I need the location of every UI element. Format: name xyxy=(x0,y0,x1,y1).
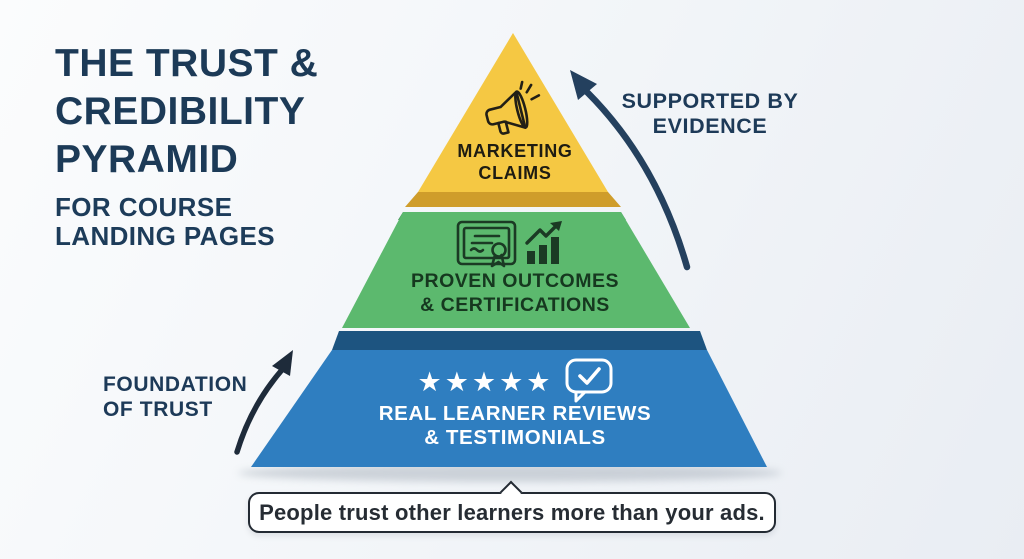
supported-by-evidence-line: SUPPORTED BY xyxy=(621,89,799,113)
callout-box: People trust other learners more than yo… xyxy=(248,480,776,533)
bottom-level-bevel xyxy=(332,331,707,350)
evidence-arrow xyxy=(570,70,691,271)
marketing-claims-label: MARKETING CLAIMS xyxy=(405,141,625,184)
marketing-claims-label-line: CLAIMS xyxy=(478,162,552,183)
reviews-icon-row: ★★★★★ xyxy=(390,358,640,404)
foundation-of-trust-line: OF TRUST xyxy=(103,397,213,421)
page-title-line: PYRAMID xyxy=(55,138,239,181)
pyramid-ground-shadow xyxy=(238,464,782,482)
bottom-level-face xyxy=(251,350,767,467)
foundation-arrow xyxy=(234,350,293,455)
marketing-claims-label-line: MARKETING xyxy=(457,141,573,161)
chat-check-icon xyxy=(565,358,613,403)
foundation-of-trust-line: FOUNDATION xyxy=(103,373,248,396)
megaphone-icon xyxy=(485,80,541,135)
proven-outcomes-label-line: & CERTIFICATIONS xyxy=(420,294,610,316)
five-star-rating-icon: ★★★★★ xyxy=(417,366,554,398)
proven-outcomes-label: PROVEN OUTCOMES & CERTIFICATIONS xyxy=(385,269,645,317)
growth-chart-icon xyxy=(525,221,562,264)
certificate-icon xyxy=(456,220,517,268)
middle-level-face xyxy=(342,212,690,328)
page-subtitle-line: LANDING PAGES xyxy=(55,221,275,251)
page-subtitle-line: FOR COURSE xyxy=(55,192,233,222)
page-title-line: CREDIBILITY xyxy=(55,90,306,133)
top-level-face xyxy=(418,33,608,192)
supported-by-evidence-line: EVIDENCE xyxy=(652,114,768,138)
foundation-of-trust-label: FOUNDATION OF TRUST xyxy=(103,373,273,422)
page-subtitle: FOR COURSE LANDING PAGES xyxy=(55,193,415,251)
proven-outcomes-label-line: PROVEN OUTCOMES xyxy=(411,270,619,292)
page-title-line: THE TRUST & xyxy=(55,42,319,85)
learner-reviews-label: REAL LEARNER REVIEWS & TESTIMONIALS xyxy=(355,402,675,449)
title-block: THE TRUST & CREDIBILITY PYRAMID FOR COUR… xyxy=(55,40,415,251)
supported-by-evidence-label: SUPPORTED BY EVIDENCE xyxy=(600,89,820,139)
learner-reviews-label-line: REAL LEARNER REVIEWS xyxy=(378,402,652,425)
learner-reviews-label-line: & TESTIMONIALS xyxy=(424,425,606,449)
top-level-bevel xyxy=(405,192,621,207)
callout-text: People trust other learners more than yo… xyxy=(259,499,765,525)
